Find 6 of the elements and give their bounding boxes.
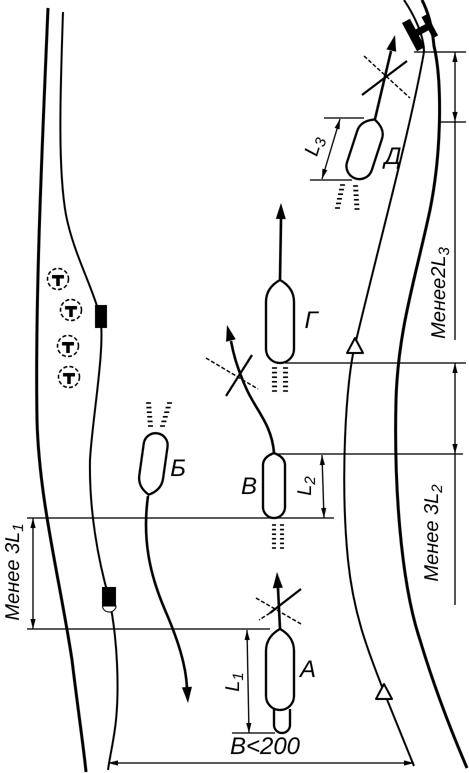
vessel-letter: А	[300, 658, 316, 682]
vessel-letter: В	[241, 475, 257, 499]
vessel-letter: Б	[170, 457, 186, 481]
dimension-label: В<200	[230, 735, 300, 759]
vessel-letter: Г	[304, 309, 318, 333]
vessel-letter: Д	[384, 145, 402, 169]
